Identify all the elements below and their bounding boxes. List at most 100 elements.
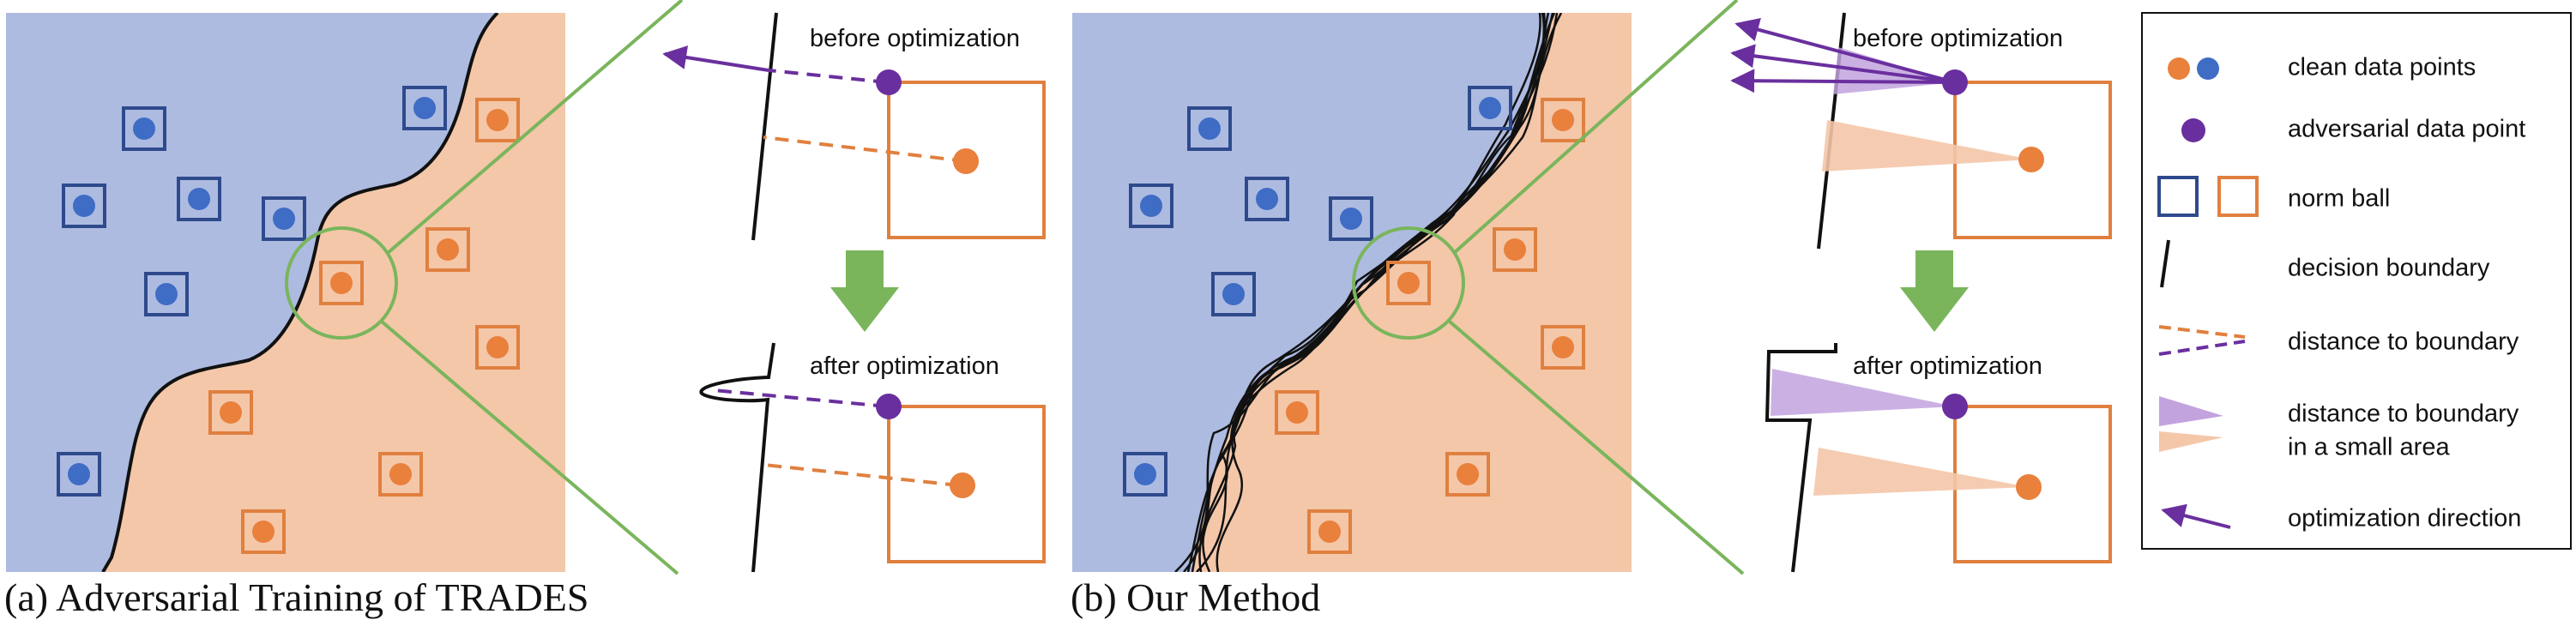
norm-ball — [1245, 177, 1289, 221]
orange-data-point — [1445, 452, 1490, 497]
distance-area-orange-after — [1813, 448, 2029, 496]
legend-box — [2141, 12, 2572, 550]
norm-ball — [62, 184, 106, 228]
clean-point — [953, 148, 979, 174]
data-point — [1552, 336, 1574, 358]
data-point — [155, 283, 178, 305]
legend-label: clean data points — [2288, 54, 2476, 81]
blue-data-point — [1187, 106, 1232, 151]
zoom-line-top — [386, 0, 684, 255]
blue-region — [6, 13, 498, 572]
norm-ball — [1329, 196, 1373, 241]
data-point — [1286, 401, 1308, 424]
norm-ball — [425, 227, 470, 272]
orange-data-point — [425, 227, 470, 272]
blue-data-point — [1123, 452, 1167, 497]
zoom-line-top — [1452, 0, 1739, 255]
adversarial-point — [876, 394, 902, 419]
legend-label-line2: in a small area — [2288, 434, 2450, 461]
data-point — [1134, 463, 1156, 485]
before-label-b: before optimization — [1853, 25, 2063, 52]
after-label-b: after optimization — [1853, 352, 2042, 380]
blue-data-point — [1211, 272, 1256, 316]
legend-item-arrow: optimization direction — [2161, 503, 2521, 533]
norm-ball — [475, 98, 520, 142]
optimization-arrow-b1 — [1734, 17, 1956, 84]
blue-data-point — [1329, 196, 1373, 241]
data-point — [486, 336, 509, 358]
data-point — [1457, 463, 1479, 485]
zoom-line-bottom — [1448, 320, 1745, 575]
zoom-b: before optimization after optimization — [1730, 12, 2112, 573]
blue-data-point — [1129, 184, 1173, 228]
blue-data-point — [1245, 177, 1289, 221]
norm-ball — [1493, 227, 1537, 272]
norm-ball-before-a — [887, 81, 1046, 239]
norm-ball — [144, 272, 189, 316]
data-point — [1479, 97, 1501, 119]
zoom-circle — [1352, 226, 1465, 340]
panel-b: (b) Our Method — [1071, 0, 1745, 619]
orange-data-point — [1275, 390, 1319, 435]
data-point — [1256, 188, 1278, 210]
panel-a: (a) Adversarial Training of TRADES — [4, 0, 684, 619]
zoom-line-bottom — [380, 320, 679, 575]
blue-data-point — [177, 177, 221, 221]
data-point — [1552, 109, 1574, 131]
orange-data-point — [1541, 98, 1585, 142]
norm-ball — [1386, 261, 1431, 305]
data-point — [1140, 195, 1162, 217]
adversarial-point — [876, 69, 902, 95]
zoom-a: before optimization after optimization — [662, 12, 1046, 573]
data-point — [188, 188, 210, 210]
legend-label: decision boundary — [2288, 255, 2490, 282]
legend-item-distance-area: distance to boundary in a small area — [2159, 396, 2519, 461]
norm-ball — [1468, 86, 1512, 130]
orange-data-point — [475, 325, 520, 370]
distance-area-purple-after — [1771, 369, 1955, 416]
legend-item-clean: clean data points — [2168, 54, 2476, 81]
distance-area-orange — [1822, 120, 2031, 172]
orange-data-point — [1386, 261, 1431, 305]
data-point — [1222, 283, 1245, 305]
data-point — [1198, 117, 1221, 140]
orange-data-point — [475, 98, 520, 142]
adversarial-point-icon — [2181, 118, 2205, 142]
legend-label: norm ball — [2288, 185, 2390, 213]
boundary-after-a — [699, 342, 775, 573]
blue-data-point — [1468, 86, 1512, 130]
distance-area-orange-icon — [2159, 431, 2223, 452]
blue-data-point — [402, 86, 447, 130]
clean-point — [950, 473, 975, 498]
norm-ball — [208, 390, 253, 435]
data-point — [133, 117, 155, 140]
norm-ball — [319, 261, 364, 305]
norm-ball — [241, 509, 286, 554]
optimization-arrow-b3 — [1730, 69, 1956, 93]
norm-ball — [1445, 452, 1490, 497]
data-point — [1504, 238, 1526, 261]
before-label-a: before optimization — [810, 25, 1020, 52]
norm-ball — [378, 452, 423, 497]
distance-dashed-orange-after — [763, 463, 960, 487]
blue-data-point — [62, 184, 106, 228]
data-point — [413, 97, 436, 119]
legend-label: distance to boundary — [2288, 400, 2519, 428]
legend-item-norm-ball: norm ball — [2157, 176, 2390, 217]
distance-dashed-orange — [763, 135, 967, 163]
data-point — [389, 463, 412, 485]
norm-ball-after-a — [887, 405, 1046, 563]
down-arrow-icon — [830, 250, 899, 332]
norm-ball — [1123, 452, 1167, 497]
arrow-icon — [2161, 503, 2231, 529]
distance-dashed-purple-after — [713, 388, 888, 408]
norm-ball — [122, 106, 166, 151]
legend-item-distance: distance to boundary — [2158, 325, 2519, 356]
data-points — [1123, 86, 1585, 554]
decision-boundary-icon — [2160, 239, 2170, 288]
data-point — [68, 463, 90, 485]
data-point — [73, 195, 95, 217]
clean-point — [2016, 474, 2042, 500]
norm-ball — [1307, 509, 1352, 554]
norm-ball — [57, 452, 101, 497]
